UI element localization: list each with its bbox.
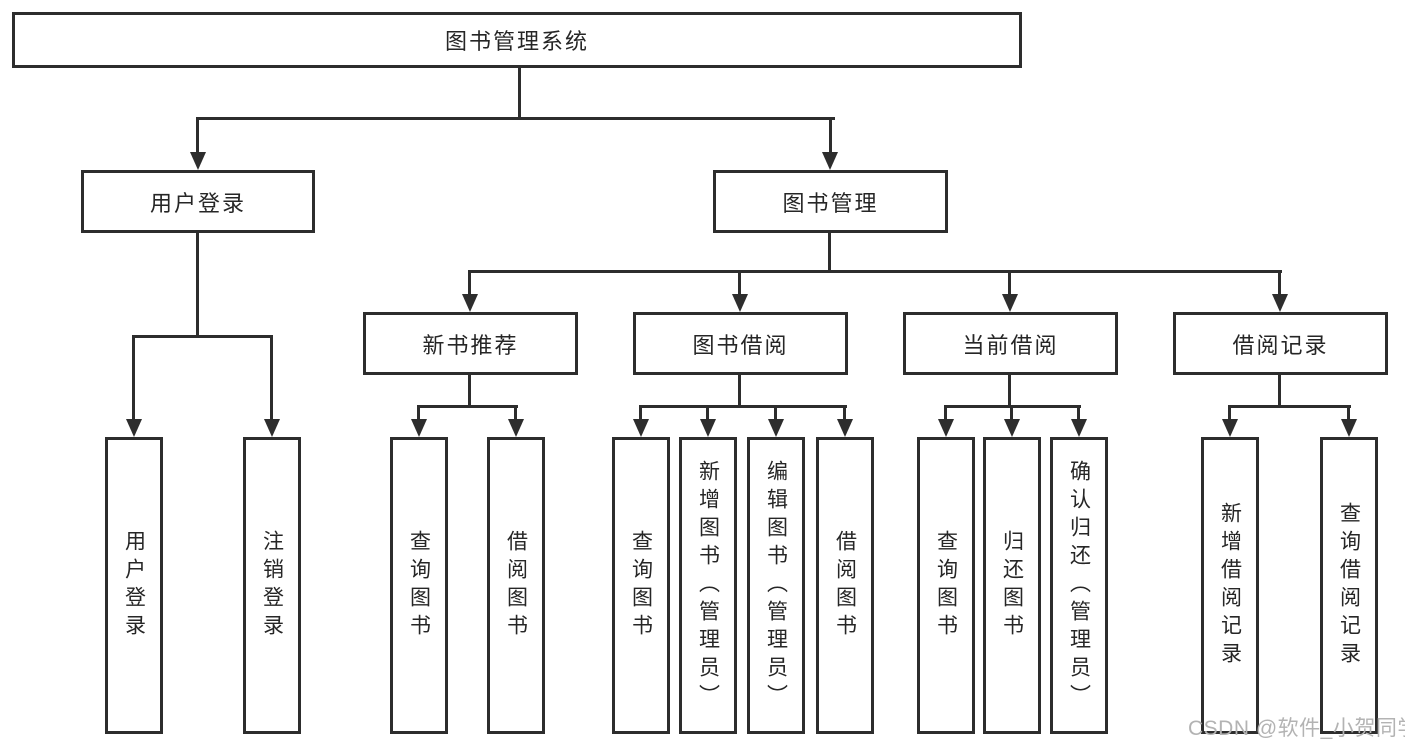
arrow-down-icon [1071, 419, 1087, 437]
node-label: 当前借阅 [962, 332, 1059, 358]
connector-stem-new-book [468, 375, 471, 408]
node-label: 查询图书 [407, 529, 431, 642]
node-label: 查询图书 [629, 529, 653, 642]
connector-drop [1010, 405, 1013, 421]
node-label: 用户登录 [122, 529, 146, 642]
connector-hline-login-group [132, 335, 273, 338]
node-current-borrowing: 当前借阅 [903, 312, 1118, 375]
arrow-down-icon [700, 419, 716, 437]
connector-drop [944, 405, 947, 421]
leaf-query-books-current: 查询图书 [917, 437, 975, 734]
connector-drop [417, 405, 420, 421]
leaf-confirm-return-admin: 确认归还（管理员） [1050, 437, 1108, 734]
arrow-down-icon [837, 419, 853, 437]
connector-stem-user-login [196, 233, 199, 338]
node-label: 编辑图书（管理员） [764, 459, 788, 712]
connector-drop [639, 405, 642, 421]
leaf-logout: 注销登录 [243, 437, 301, 734]
connector-drop [1347, 405, 1350, 421]
connector-hline-level1 [196, 117, 835, 120]
arrow-down-icon [633, 419, 649, 437]
arrow-down-icon [1002, 294, 1018, 312]
connector-drop-current-borrow [1008, 270, 1011, 299]
node-label: 借阅图书 [833, 529, 857, 642]
node-label: 注销登录 [260, 529, 284, 642]
leaf-user-login: 用户登录 [105, 437, 163, 734]
node-new-book-recommend: 新书推荐 [363, 312, 578, 375]
leaf-add-borrow-record: 新增借阅记录 [1201, 437, 1259, 734]
connector-stem-root [518, 68, 521, 120]
node-label: 图书管理 [782, 190, 879, 216]
node-label: 查询图书 [934, 529, 958, 642]
connector-hline-level2 [468, 270, 1282, 273]
connector-hline-new-book-group [417, 405, 518, 408]
arrow-down-icon [508, 419, 524, 437]
node-label: 用户登录 [149, 190, 246, 216]
connector-hline-book-borrow-group [639, 405, 847, 408]
leaf-add-book-admin: 新增图书（管理员） [679, 437, 737, 734]
leaf-query-borrow-record: 查询借阅记录 [1320, 437, 1378, 734]
connector-drop [514, 405, 517, 421]
arrow-down-icon [768, 419, 784, 437]
node-label: 图书借阅 [692, 332, 789, 358]
node-user-login: 用户登录 [81, 170, 315, 233]
leaf-edit-book-admin: 编辑图书（管理员） [747, 437, 805, 734]
arrow-down-icon [1272, 294, 1288, 312]
connector-stem-book-mgmt [828, 233, 831, 273]
connector-drop-book-borrow [738, 270, 741, 299]
connector-drop [774, 405, 777, 421]
connector-drop-logout [270, 335, 273, 421]
connector-drop-book-mgmt [829, 117, 832, 155]
leaf-borrow-books-borrowing: 借阅图书 [816, 437, 874, 734]
arrow-down-icon [190, 152, 206, 170]
node-label: 借阅记录 [1232, 332, 1329, 358]
connector-stem-borrow-records [1278, 375, 1281, 408]
arrow-down-icon [1222, 419, 1238, 437]
arrow-down-icon [126, 419, 142, 437]
arrow-down-icon [1341, 419, 1357, 437]
node-borrow-records: 借阅记录 [1173, 312, 1388, 375]
leaf-borrow-books-recommend: 借阅图书 [487, 437, 545, 734]
node-library-system: 图书管理系统 [12, 12, 1022, 68]
node-label: 归还图书 [1000, 529, 1024, 642]
csdn-watermark: CSDN @软件_小贺同学 [1188, 717, 1405, 740]
leaf-query-books-borrowing: 查询图书 [612, 437, 670, 734]
node-book-management: 图书管理 [713, 170, 948, 233]
node-label: 借阅图书 [504, 529, 528, 642]
node-label: 新增借阅记录 [1218, 501, 1242, 670]
node-label: 新书推荐 [422, 332, 519, 358]
connector-drop-new-book [468, 270, 471, 299]
node-label: 新增图书（管理员） [696, 459, 720, 712]
connector-drop [1228, 405, 1231, 421]
connector-drop [1077, 405, 1080, 421]
arrow-down-icon [411, 419, 427, 437]
node-book-borrowing: 图书借阅 [633, 312, 848, 375]
connector-stem-book-borrow [738, 375, 741, 408]
arrow-down-icon [264, 419, 280, 437]
arrow-down-icon [938, 419, 954, 437]
connector-stem-current-borrow [1008, 375, 1011, 408]
connector-hline-borrow-records-group [1228, 405, 1351, 408]
arrow-down-icon [462, 294, 478, 312]
leaf-return-book: 归还图书 [983, 437, 1041, 734]
connector-drop [843, 405, 846, 421]
node-label: 确认归还（管理员） [1067, 459, 1091, 712]
connector-drop [706, 405, 709, 421]
connector-drop-borrow-records [1278, 270, 1281, 299]
arrow-down-icon [1004, 419, 1020, 437]
leaf-query-books-recommend: 查询图书 [390, 437, 448, 734]
connector-drop-user-login [196, 117, 199, 155]
node-label: 图书管理系统 [444, 29, 589, 54]
arrow-down-icon [822, 152, 838, 170]
node-label: 查询借阅记录 [1337, 501, 1361, 670]
connector-drop-login [132, 335, 135, 421]
arrow-down-icon [732, 294, 748, 312]
